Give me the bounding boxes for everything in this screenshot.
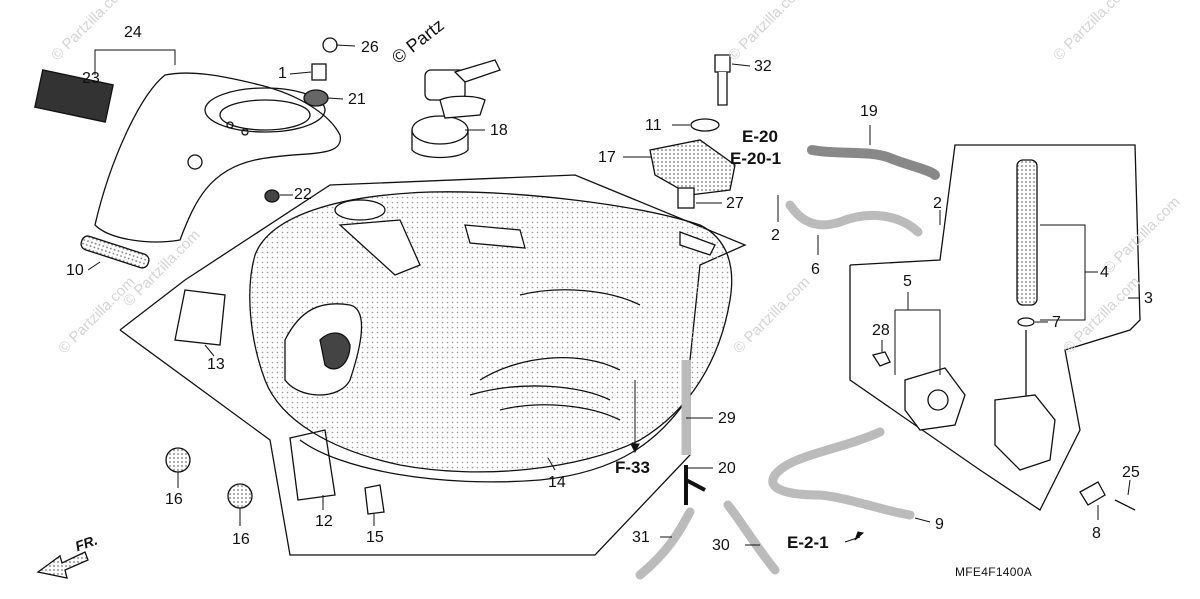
fuel-tank-part	[249, 191, 733, 483]
callout-26: 26	[361, 39, 379, 56]
ref-f33[interactable]: F-33	[615, 458, 650, 477]
bracket-part-17	[649, 139, 736, 196]
callout-5: 5	[903, 273, 912, 290]
callout-27: 27	[726, 195, 744, 212]
callout-12: 12	[315, 513, 333, 530]
callout-24: 24	[124, 24, 142, 41]
hose-part-6	[785, 200, 923, 237]
hose-part-30	[723, 500, 780, 575]
callout-4: 4	[1100, 264, 1109, 281]
strip-part	[34, 69, 114, 123]
nut-part-22	[264, 189, 280, 203]
callout-1: 1	[278, 65, 287, 82]
callout-3: 3	[1144, 290, 1153, 307]
callout-11: 11	[645, 117, 662, 134]
callout-32: 32	[754, 58, 772, 75]
callout-17: 17	[598, 149, 616, 166]
screw-part-25	[1114, 499, 1136, 511]
callout-15: 15	[366, 529, 384, 546]
collar-part-27	[677, 187, 695, 209]
callout-23: 23	[82, 70, 100, 87]
bush-part-16a	[165, 447, 191, 473]
rubber-part	[80, 235, 150, 269]
bush-part-16b	[227, 483, 253, 509]
strainer-part-4	[1016, 159, 1038, 306]
hose-part-9	[768, 427, 915, 520]
knob-part-8	[1079, 481, 1106, 506]
callout-16: 16	[232, 531, 250, 548]
callout-9: 9	[935, 516, 944, 533]
callout-6: 6	[811, 261, 820, 278]
callout-2: 2	[933, 195, 942, 212]
collar-part-1	[311, 63, 327, 81]
callout-10: 10	[66, 262, 84, 279]
callout-2: 2	[771, 227, 780, 244]
fuel-cap-part	[411, 59, 501, 159]
bolt-part-32	[714, 54, 731, 106]
callout-16: 16	[165, 491, 183, 508]
callout-31: 31	[632, 529, 650, 546]
front-arrow	[36, 551, 89, 579]
group-outline-valve	[849, 144, 1141, 511]
label-part-15	[364, 484, 385, 515]
callout-25: 25	[1122, 464, 1140, 481]
callout-18: 18	[490, 122, 508, 139]
callout-30: 30	[712, 537, 730, 554]
callout-20: 20	[718, 460, 736, 477]
callout-22: 22	[294, 186, 312, 203]
diagram-code: MFE4F1400A	[955, 565, 1033, 579]
bolt-part-26	[322, 37, 338, 53]
callout-21: 21	[348, 91, 366, 108]
ref-e2-1[interactable]: E-2-1	[787, 533, 829, 552]
callout-7: 7	[1052, 314, 1061, 331]
leader-lines	[87, 44, 1140, 546]
hose-part-19	[807, 145, 940, 180]
bolt-part-28	[871, 351, 891, 367]
hose-part-31	[635, 507, 695, 580]
callout-19: 19	[860, 103, 878, 120]
washer-part-11	[690, 118, 720, 132]
joint-part-20	[684, 465, 706, 505]
callout-29: 29	[718, 410, 736, 427]
ref-e20-1[interactable]: E-20-1	[730, 149, 782, 168]
tank-cover-part	[94, 72, 341, 243]
oring-part-7	[1017, 317, 1035, 327]
label-part-13	[174, 289, 226, 346]
callout-13: 13	[207, 356, 225, 373]
callout-8: 8	[1092, 525, 1101, 542]
fuel-valve-part	[994, 394, 1056, 471]
callout-14: 14	[548, 474, 566, 491]
grommet-part-21	[303, 89, 329, 107]
cock-part-5	[904, 367, 966, 431]
callout-28: 28	[872, 322, 890, 339]
ref-e20[interactable]: E-20	[742, 127, 778, 146]
